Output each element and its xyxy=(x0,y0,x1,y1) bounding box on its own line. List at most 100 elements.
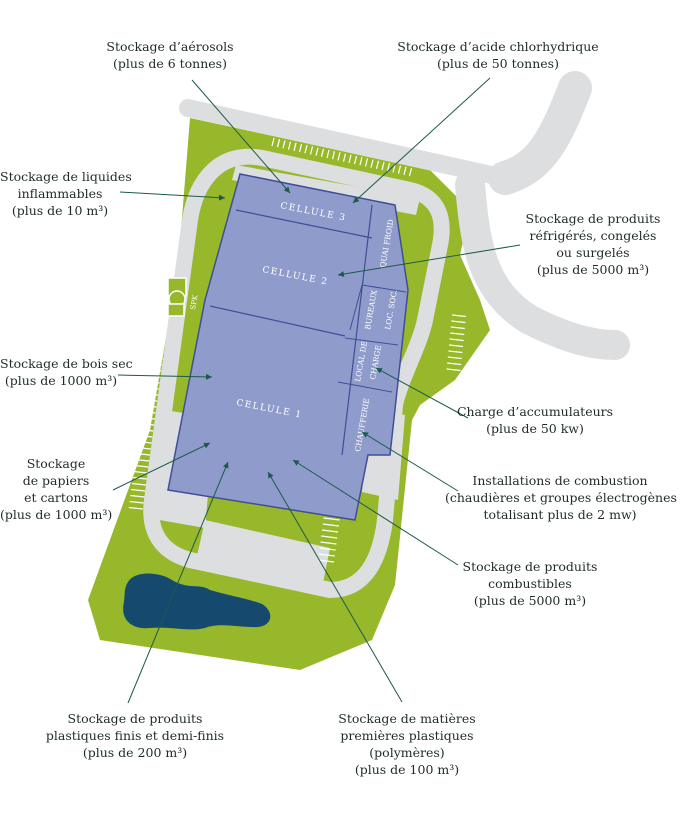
leader-lines xyxy=(112,77,521,704)
parking-stripe xyxy=(451,320,466,324)
parking-stripe xyxy=(392,164,396,173)
parking-stripe xyxy=(151,332,167,336)
building: CELLULE 3 CELLULE 2 CELLULE 1 QUAI FROID… xyxy=(167,173,409,521)
label-line: Stockage de matières xyxy=(338,711,476,726)
parking-stripe xyxy=(139,428,154,432)
parking-stripe xyxy=(136,446,151,450)
label-line: Charge d’accumulateurs xyxy=(456,404,614,419)
parking-stripe xyxy=(298,143,303,153)
parking-stripe xyxy=(326,149,330,159)
parking-stripe xyxy=(131,482,147,486)
parking-stripe xyxy=(342,153,347,162)
parking-stripe xyxy=(447,356,462,360)
label-line: combustibles xyxy=(488,576,572,591)
leader-papiers xyxy=(112,442,211,491)
label-line: Stockage d’aérosols xyxy=(106,39,234,54)
parking-stripe xyxy=(150,344,165,348)
parking-stripe xyxy=(337,152,341,161)
label-line: (plus de 100 m³) xyxy=(354,762,460,777)
label-line: Stockage d’acide chlorhydrique xyxy=(397,39,599,54)
parking-stripe xyxy=(446,368,461,372)
label-combustion: Installations de combustion (chaudières e… xyxy=(445,472,677,523)
roads xyxy=(143,71,630,598)
parking-stripe xyxy=(317,559,335,563)
label-line: premières plastiques xyxy=(340,728,474,743)
leader-aerosols xyxy=(191,79,291,194)
parking-stripe xyxy=(287,141,292,150)
label-line: Stockage de produits xyxy=(525,211,661,226)
parking-stripe xyxy=(304,145,308,154)
parking-stripe xyxy=(450,332,465,336)
label-line: ou surgelés xyxy=(556,245,630,260)
label-line: Stockage de liquides xyxy=(0,169,132,184)
leader-bois xyxy=(117,373,213,380)
parking-stripe xyxy=(315,147,319,156)
parking-stripe xyxy=(331,151,336,160)
label-line: (plus de 50 kw) xyxy=(486,421,584,436)
label-refrigeres: Stockage de produits réfrigérés, congelés… xyxy=(518,210,668,278)
parking-stripe xyxy=(129,500,144,504)
leader-accumulateurs xyxy=(375,367,469,419)
sprinkler-tank: SPK xyxy=(167,277,200,317)
leader-refrigeres xyxy=(337,244,521,277)
parking-stripe xyxy=(139,422,155,426)
parking-stripe xyxy=(447,362,462,366)
parking-stripe xyxy=(135,458,150,462)
leader-matieres xyxy=(267,471,403,703)
parking-stripe xyxy=(348,154,352,163)
parking-stripe xyxy=(451,314,467,318)
parking-stripe xyxy=(134,464,149,468)
parking-stripe xyxy=(271,137,275,147)
parking-stripe xyxy=(309,146,314,155)
label-line: Stockage de bois sec xyxy=(0,356,133,371)
parking-stripe xyxy=(403,166,407,175)
label-liquides: Stockage de liquides inflammables (plus de… xyxy=(0,168,132,219)
parking-stripe xyxy=(386,163,391,172)
parking-stripe xyxy=(321,535,338,539)
label-acide: Stockage d’acide chlorhydrique (plus de 5… xyxy=(388,38,608,72)
parking-stripe xyxy=(323,517,340,521)
label-line: (plus de 10 m³) xyxy=(11,203,109,218)
parking-stripe xyxy=(135,452,151,456)
label-line: Installations de combustion xyxy=(472,473,648,488)
parking-stripe xyxy=(353,155,358,165)
label-line: (plus de 50 tonnes) xyxy=(437,56,559,71)
parking-stripe xyxy=(282,140,286,149)
spk-label: SPK xyxy=(189,294,200,311)
parking-stripe xyxy=(143,392,159,396)
label-matieres: Stockage de matières premières plastiques… xyxy=(322,710,492,778)
parking-stripe xyxy=(397,165,402,174)
parking-stripe xyxy=(138,434,153,438)
parking-stripe xyxy=(321,529,339,533)
parking-stripe xyxy=(370,159,374,168)
parking-stripe xyxy=(128,506,143,510)
label-line: réfrigérés, congelés xyxy=(529,228,657,243)
leader-combustion xyxy=(361,431,459,492)
label-line: inflammables xyxy=(17,186,103,201)
parking-stripe xyxy=(137,440,152,444)
parking-stripe xyxy=(320,148,325,157)
parking-stripe xyxy=(293,142,297,151)
label-line: (plus de 200 m³) xyxy=(82,745,188,760)
parking-stripe xyxy=(148,356,163,360)
parking-stripe xyxy=(144,386,159,390)
parking-stripe xyxy=(381,161,385,171)
label-line: (chaudières et groupes électrogènes xyxy=(445,490,677,505)
parking-stripe xyxy=(149,350,164,354)
leader-liquides xyxy=(119,191,226,201)
leader-plastiques xyxy=(127,461,229,704)
parking-stripe xyxy=(359,157,363,166)
label-line: (plus de 1000 m³) xyxy=(0,507,113,522)
parking-stripe xyxy=(319,547,336,551)
parking-stripe xyxy=(408,167,413,177)
label-line: (plus de 5000 m³) xyxy=(473,593,587,608)
parking-stripe xyxy=(450,326,465,330)
parking-stripe xyxy=(322,523,339,527)
label-line: et cartons xyxy=(24,490,88,505)
leader-acide xyxy=(352,77,491,204)
label-bois: Stockage de bois sec(plus de 1000 m³) xyxy=(0,355,133,389)
